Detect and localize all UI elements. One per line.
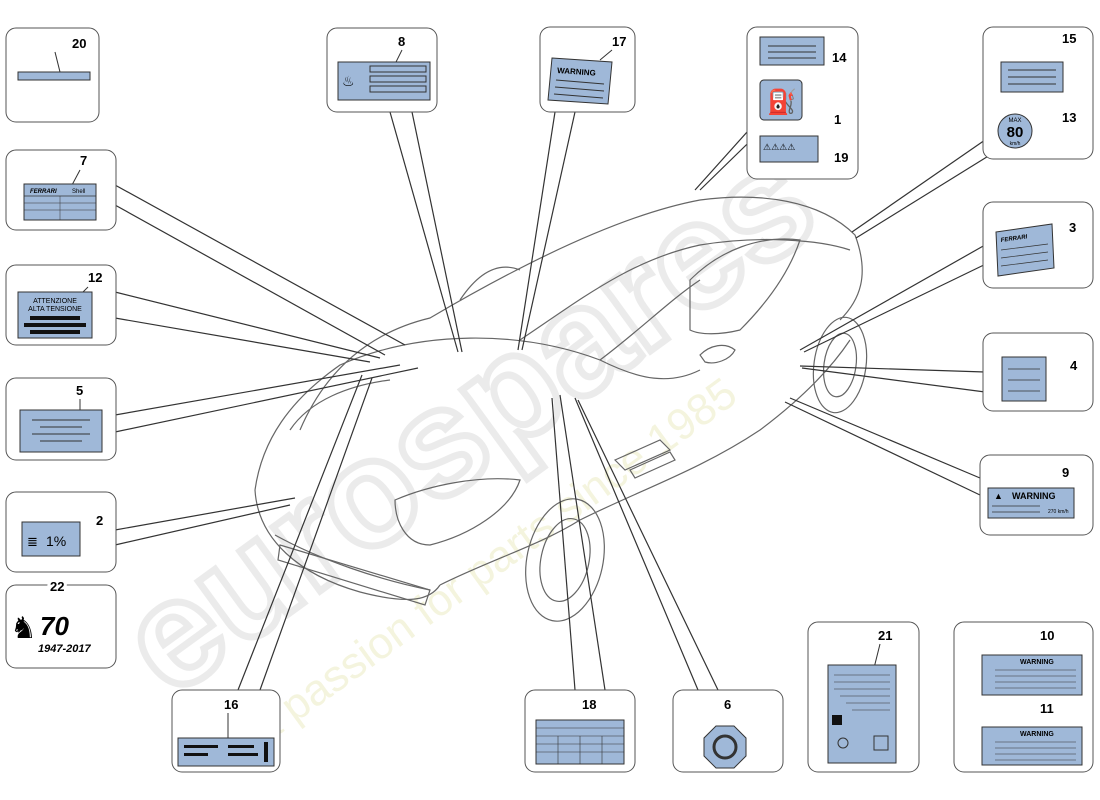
part-20-strip [17, 71, 91, 81]
part-8-box: 8 ♨ [326, 27, 438, 113]
part-19-number: 19 [834, 150, 848, 165]
part-2-text: 1% [46, 533, 66, 549]
headlamp-icon: ≣ [27, 534, 38, 549]
part-5-number: 5 [76, 383, 83, 398]
part-19-label [759, 135, 819, 163]
part-11-number: 11 [1040, 701, 1054, 716]
part-13-number: 13 [1062, 110, 1076, 125]
part-13-label [997, 113, 1033, 149]
part-4-box: 4 [982, 332, 1094, 412]
part-3-label [995, 223, 1055, 277]
part-3-number: 3 [1069, 220, 1076, 235]
part-8-number: 8 [398, 34, 405, 49]
part-9-label [987, 487, 1075, 519]
part-4-label [1001, 356, 1047, 402]
part-2-label [21, 521, 81, 557]
part-21-label [827, 664, 897, 764]
part-1-label [759, 79, 803, 121]
part-2-box: 2 ≣ 1% [5, 491, 117, 573]
part-16-label [177, 737, 275, 767]
part-2-number: 2 [96, 513, 103, 528]
part-22-anniversary: 70 [40, 611, 69, 641]
watermark: eurospares a passion for parts since 198… [87, 111, 847, 753]
part-6-number: 6 [724, 697, 731, 712]
part-16-box: 16 [171, 689, 281, 773]
part-22-number: 22 [50, 579, 64, 594]
part-17-number: 17 [612, 34, 626, 49]
part-6-label [703, 725, 747, 769]
part-14-1-19-box: 14 ⛽ 1 ⚠⚠⚠⚠ 19 [746, 26, 859, 180]
part-7-number: 7 [80, 153, 87, 168]
part-4-number: 4 [1070, 358, 1078, 373]
leader-lines [114, 111, 991, 691]
part-15-13-box: 15 MAX 80 km/h 13 [982, 26, 1094, 160]
part-11-label [981, 726, 1083, 766]
part-20-box: 20 [5, 27, 100, 123]
watermark-brand: eurospares [90, 115, 843, 726]
part-10-title: WARNING [1020, 659, 1054, 666]
part-7-partner: Shell [72, 189, 85, 195]
part-21-box: 21 [807, 621, 920, 773]
part-21-number: 21 [878, 628, 892, 643]
warning-icons: ⚠⚠⚠⚠ [763, 142, 795, 152]
part-17-label [547, 57, 613, 105]
part-13-top: MAX [1008, 118, 1021, 124]
part-5-box: 5 [5, 377, 117, 461]
part-9-box: 9 ▲ WARNING 270 km/h [979, 454, 1094, 536]
warning-triangle-icon: ▲ [994, 491, 1003, 501]
part-10-number: 10 [1040, 628, 1054, 643]
part-18-box: 18 [524, 689, 636, 773]
part-14-number: 14 [832, 50, 847, 65]
part-7-box: 7 FERRARI Shell [5, 149, 117, 231]
part-22-box: 22 ♞ 70 1947-2017 [5, 576, 117, 669]
part-10-11-box: 10 WARNING 11 WARNING [953, 621, 1094, 773]
part-7-brand: FERRARI [30, 189, 57, 195]
part-17-title: WARNING [557, 66, 596, 78]
part-12-number: 12 [88, 270, 102, 285]
part-22-years: 1947-2017 [38, 643, 91, 655]
part-18-number: 18 [582, 697, 596, 712]
coolant-icon: ♨ [342, 73, 355, 89]
part-20-number: 20 [72, 36, 86, 51]
part-13-value: 80 [1007, 124, 1024, 141]
prancing-horse-icon: ♞ [10, 612, 37, 645]
part-12-line1: ATTENZIONE [33, 298, 77, 305]
part-9-speed: 270 km/h [1048, 509, 1069, 515]
part-12-box: 12 ATTENZIONE ALTA TENSIONE [5, 264, 117, 346]
part-17-box: 17 WARNING [539, 26, 636, 113]
part-3-brand: FERRARI [1000, 234, 1028, 244]
part-13-unit: km/h [1010, 141, 1021, 147]
part-12-line2: ALTA TENSIONE [28, 306, 82, 313]
part-14-label [759, 36, 825, 66]
part-6-box: 6 [672, 689, 784, 773]
part-3-box: 3 FERRARI [982, 201, 1094, 289]
part-15-number: 15 [1062, 31, 1076, 46]
fuel-pump-icon: ⛽ [767, 88, 797, 116]
part-5-label [19, 409, 103, 453]
part-16-number: 16 [224, 697, 238, 712]
part-9-title: WARNING [1012, 491, 1056, 501]
part-10-label [981, 654, 1083, 696]
part-9-number: 9 [1062, 465, 1069, 480]
part-1-number: 1 [834, 112, 841, 127]
part-11-title: WARNING [1020, 731, 1054, 738]
